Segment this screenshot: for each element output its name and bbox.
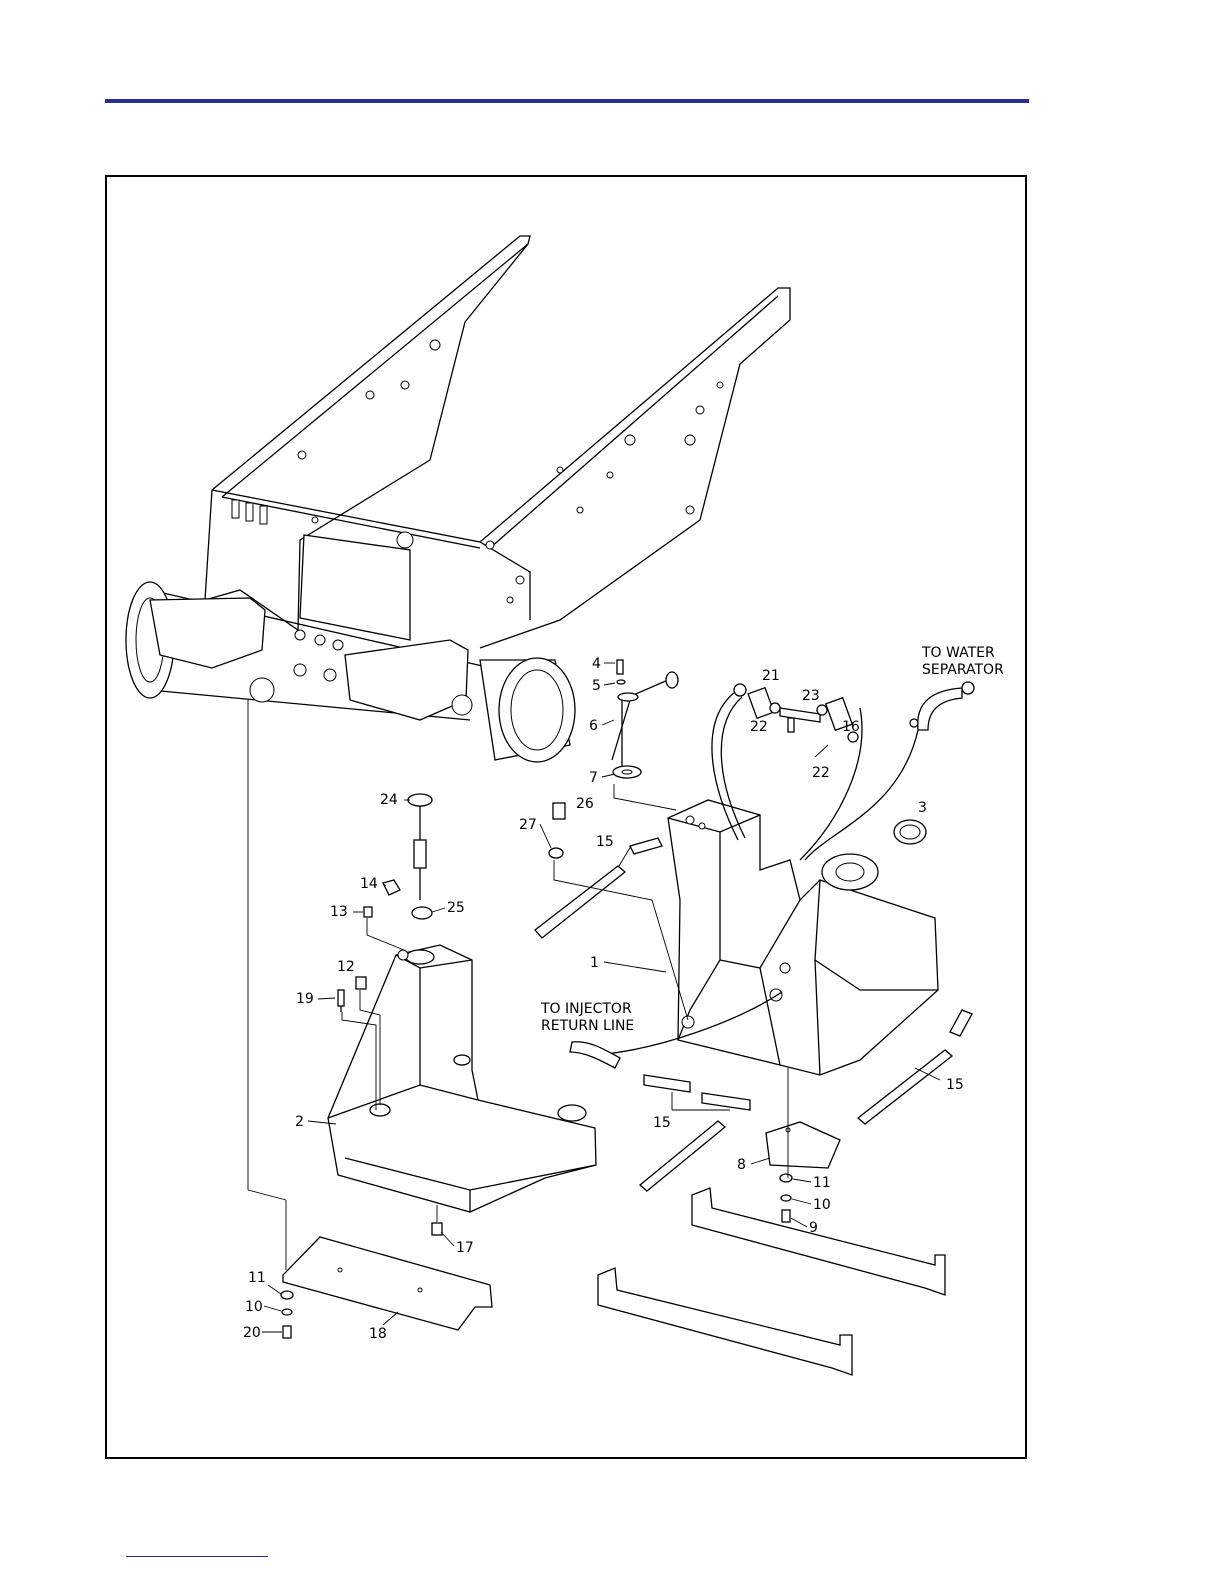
callout-11-left: 11 (248, 1270, 266, 1286)
callout-21: 21 (762, 668, 780, 684)
callout-10-right: 10 (813, 1197, 831, 1213)
callout-22-lower: 22 (812, 765, 830, 781)
callout-7: 7 (589, 770, 598, 786)
callout-15-upper: 15 (596, 834, 614, 850)
callout-24: 24 (380, 792, 398, 808)
callout-11-right: 11 (813, 1175, 831, 1191)
callout-3: 3 (918, 800, 927, 816)
callout-15-lower: 15 (653, 1115, 671, 1131)
note-injector-line2: RETURN LINE (541, 1018, 634, 1034)
callout-19: 19 (296, 991, 314, 1007)
callout-13: 13 (330, 904, 348, 920)
callout-18: 18 (369, 1326, 387, 1342)
callout-10-left: 10 (245, 1299, 263, 1315)
callout-12: 12 (337, 959, 355, 975)
chassis-frame (126, 236, 790, 762)
callout-1: 1 (590, 955, 599, 971)
fuel-tank-auxiliary (328, 945, 596, 1212)
callout-9: 9 (809, 1220, 818, 1236)
callout-27: 27 (519, 817, 537, 833)
callout-22-upper: 22 (750, 719, 768, 735)
callout-8: 8 (737, 1157, 746, 1173)
callout-25: 25 (447, 900, 465, 916)
callout-2: 2 (295, 1114, 304, 1130)
note-water-separator-line2: SEPARATOR (922, 662, 1004, 678)
callout-20: 20 (243, 1325, 261, 1341)
callout-26: 26 (576, 796, 594, 812)
tank-straps (598, 1188, 945, 1375)
callout-16: 16 (842, 719, 860, 735)
fuel-tank-main (668, 800, 938, 1075)
callout-15-right: 15 (946, 1077, 964, 1093)
callout-14: 14 (360, 876, 378, 892)
note-water-separator-line1: TO WATER (921, 645, 995, 661)
callout-23: 23 (802, 688, 820, 704)
callout-4: 4 (592, 656, 601, 672)
note-injector-line1: TO INJECTOR (540, 1001, 632, 1017)
callout-17: 17 (456, 1240, 474, 1256)
callout-6: 6 (589, 718, 598, 734)
callout-5: 5 (592, 678, 601, 694)
drain-plate (766, 1122, 840, 1168)
